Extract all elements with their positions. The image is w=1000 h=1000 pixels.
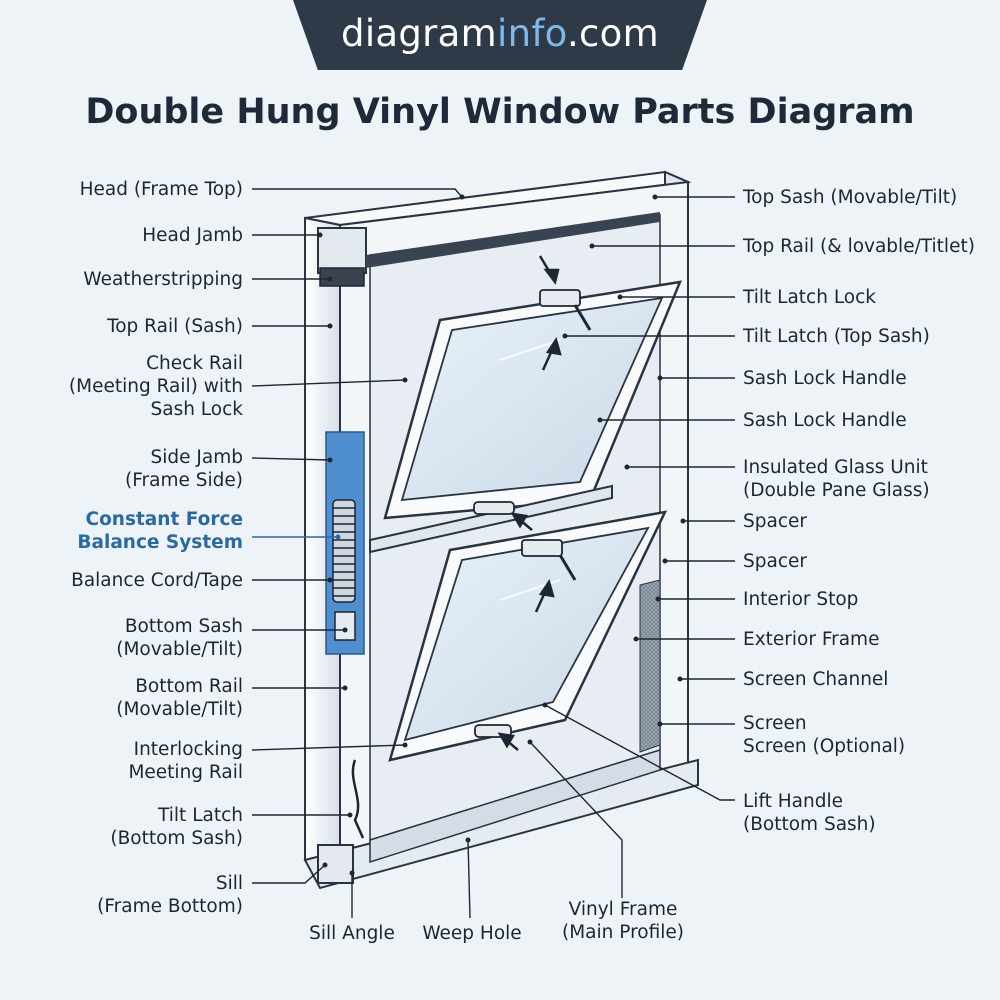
diagram-title: Double Hung Vinyl Window Parts Diagram	[85, 92, 915, 132]
label-spacer-1: Spacer	[743, 510, 807, 533]
label-line: Screen	[743, 713, 807, 734]
label-line: Constant Force	[85, 509, 244, 530]
label-line: Lift Handle	[743, 791, 844, 812]
label-line: Weep Hole	[422, 923, 522, 944]
label-line: Top Rail (Sash)	[107, 316, 243, 337]
label-line: Sill Angle	[309, 923, 395, 944]
label-line: (Main Profile)	[561, 922, 684, 943]
label-line: Balance System	[77, 532, 243, 553]
label-sill: Sill(Frame Bottom)	[97, 872, 243, 918]
label-line: (Frame Side)	[125, 470, 243, 491]
label-screen-channel: Screen Channel	[743, 668, 888, 691]
label-line: Interlocking	[133, 739, 243, 760]
label-line: Screen (Optional)	[743, 736, 906, 757]
label-tilt-latch-bottom: Tilt Latch(Bottom Sash)	[110, 804, 243, 850]
label-line: Check Rail	[146, 353, 243, 374]
label-weep-hole: Weep Hole	[412, 922, 532, 945]
tilt-latch-lock-top	[539, 289, 581, 307]
motion-arrows	[497, 255, 562, 751]
label-weatherstripping: Weatherstripping	[83, 268, 243, 291]
label-spacer-2: Spacer	[743, 550, 807, 573]
label-line: Exterior Frame	[743, 629, 880, 650]
label-insulated-glass-unit: Insulated Glass Unit(Double Pane Glass)	[743, 456, 930, 502]
label-top-rail: Top Rail (& lovable/Titlet)	[743, 235, 975, 258]
label-line: Spacer	[743, 551, 807, 572]
label-side-jamb: Side Jamb(Frame Side)	[125, 446, 243, 492]
label-line: Insulated Glass Unit	[743, 457, 928, 478]
label-line: (Movable/Tilt)	[116, 639, 243, 660]
label-line: (Double Pane Glass)	[743, 480, 930, 501]
label-line: Tilt Latch (Top Sash)	[743, 326, 930, 347]
label-line: Sash Lock	[150, 399, 243, 420]
label-line: Top Sash (Movable/Tilt)	[743, 187, 958, 208]
label-line: Head Jamb	[142, 225, 243, 246]
label-line: (Meeting Rail) with	[68, 376, 243, 397]
label-line: Weatherstripping	[83, 269, 243, 290]
label-balance-cord: Balance Cord/Tape	[71, 569, 243, 592]
label-sash-lock-handle-2: Sash Lock Handle	[743, 409, 907, 432]
label-top-rail-sash: Top Rail (Sash)	[107, 315, 243, 338]
site-name-main: diagram	[341, 12, 498, 55]
label-line: Meeting Rail	[128, 762, 243, 783]
label-line: Head (Frame Top)	[79, 179, 243, 200]
top-sash-glass	[400, 296, 664, 502]
site-banner	[293, 0, 707, 70]
label-line: Side Jamb	[150, 447, 243, 468]
label-top-sash: Top Sash (Movable/Tilt)	[743, 186, 957, 209]
label-line: Screen Channel	[743, 669, 889, 690]
label-head-jamb: Head Jamb	[142, 224, 243, 247]
label-line: (Movable/Tilt)	[116, 699, 243, 720]
weatherstripping-strip	[319, 267, 365, 287]
label-line: Sash Lock Handle	[743, 368, 907, 389]
label-interior-stop: Interior Stop	[743, 588, 858, 611]
label-tilt-latch-top-sash: Tilt Latch (Top Sash)	[743, 325, 930, 348]
site-logo[interactable]: diagraminfo.com	[293, 12, 707, 55]
label-line: (Bottom Sash)	[743, 814, 876, 835]
check-rail	[369, 484, 613, 554]
label-line: Vinyl Frame	[568, 899, 678, 920]
screen-mesh	[639, 579, 661, 753]
label-line: (Bottom Sash)	[110, 828, 243, 849]
label-sash-lock-handle-1: Sash Lock Handle	[743, 367, 907, 390]
label-line: Top Rail (& lovable/Titlet)	[743, 236, 975, 257]
label-tilt-latch-lock: Tilt Latch Lock	[743, 286, 876, 309]
sash-lock-handle-check	[473, 501, 515, 515]
label-line: Bottom Rail	[135, 676, 243, 697]
label-vinyl-frame: Vinyl Frame(Main Profile)	[548, 898, 698, 944]
balance-spring	[332, 499, 356, 603]
label-line: Bottom Sash	[124, 616, 243, 637]
label-bottom-rail: Bottom Rail(Movable/Tilt)	[116, 675, 243, 721]
label-line: Balance Cord/Tape	[71, 570, 243, 591]
label-line: Tilt Latch	[158, 805, 243, 826]
tilt-latch-bottom-sash-top	[521, 539, 563, 557]
label-bottom-sash: Bottom Sash(Movable/Tilt)	[116, 615, 243, 661]
label-head-frame-top: Head (Frame Top)	[80, 178, 243, 201]
site-name-accent: info	[497, 12, 567, 55]
site-name-tld: .com	[566, 12, 659, 55]
label-exterior-frame: Exterior Frame	[743, 628, 879, 651]
label-line: Sash Lock Handle	[743, 410, 907, 431]
bottom-sash-glass	[403, 526, 650, 742]
label-sill-angle: Sill Angle	[292, 922, 412, 945]
bottom-tilt-latch	[351, 759, 365, 839]
label-line: Tilt Latch Lock	[743, 287, 877, 308]
label-line: Spacer	[743, 511, 807, 532]
label-lift-handle: Lift Handle(Bottom Sash)	[743, 790, 876, 836]
label-line: Sill	[215, 873, 243, 894]
label-line: Interior Stop	[743, 589, 859, 610]
label-line: (Frame Bottom)	[97, 896, 243, 917]
